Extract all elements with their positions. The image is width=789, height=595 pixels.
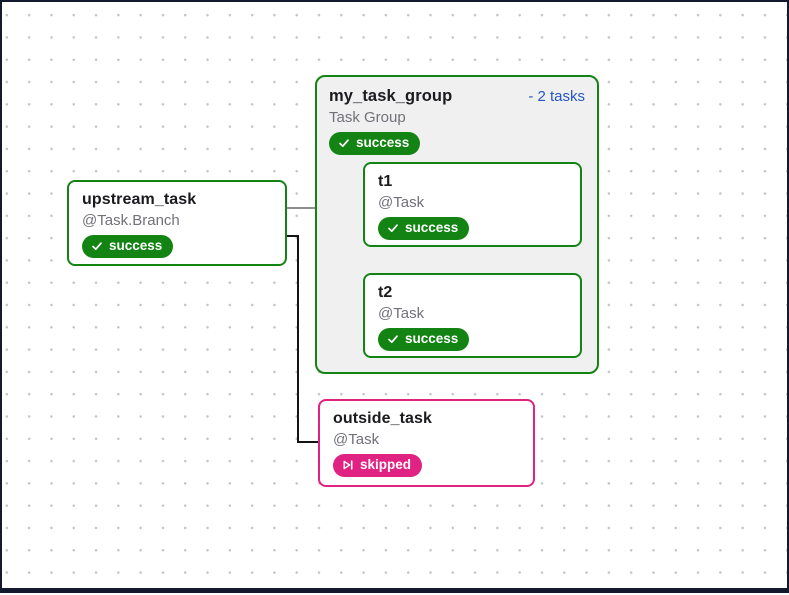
task-subtitle: @Task — [378, 305, 425, 322]
task-node-t1[interactable]: t1 @Task success — [363, 162, 582, 247]
task-group-subtitle: Task Group — [329, 109, 406, 126]
check-icon — [92, 242, 102, 251]
task-node-upstream-task[interactable]: upstream_task @Task.Branch success — [67, 180, 287, 266]
task-title: outside_task — [333, 410, 433, 427]
task-subtitle: @Task.Branch — [82, 212, 180, 229]
task-group-collapse-toggle[interactable]: - 2 tasks — [528, 88, 585, 105]
task-node-outside-task[interactable]: outside_task @Task skipped — [318, 399, 535, 487]
skip-forward-icon — [343, 460, 353, 470]
status-badge: success — [378, 217, 470, 240]
task-node-t2[interactable]: t2 @Task success — [363, 273, 582, 358]
status-badge-label: success — [405, 331, 459, 346]
check-icon — [388, 335, 398, 344]
check-icon — [339, 139, 349, 148]
status-badge-label: skipped — [360, 457, 412, 472]
status-badge: success — [378, 328, 470, 351]
task-title: t1 — [378, 173, 393, 190]
task-group-title: my_task_group — [329, 87, 453, 105]
status-badge-label: success — [356, 135, 410, 150]
task-title: upstream_task — [82, 191, 197, 208]
status-badge-label: success — [405, 220, 459, 235]
task-subtitle: @Task — [333, 431, 380, 448]
status-badge: success — [82, 235, 174, 258]
task-title: t2 — [378, 284, 393, 301]
status-badge: skipped — [333, 454, 423, 477]
task-group-header: my_task_group - 2 tasks — [329, 87, 585, 106]
edge-upstream-to-outside-task — [287, 235, 318, 443]
task-subtitle: @Task — [378, 194, 425, 211]
check-icon — [388, 224, 398, 233]
status-badge-label: success — [109, 238, 163, 253]
status-badge: success — [329, 132, 421, 155]
